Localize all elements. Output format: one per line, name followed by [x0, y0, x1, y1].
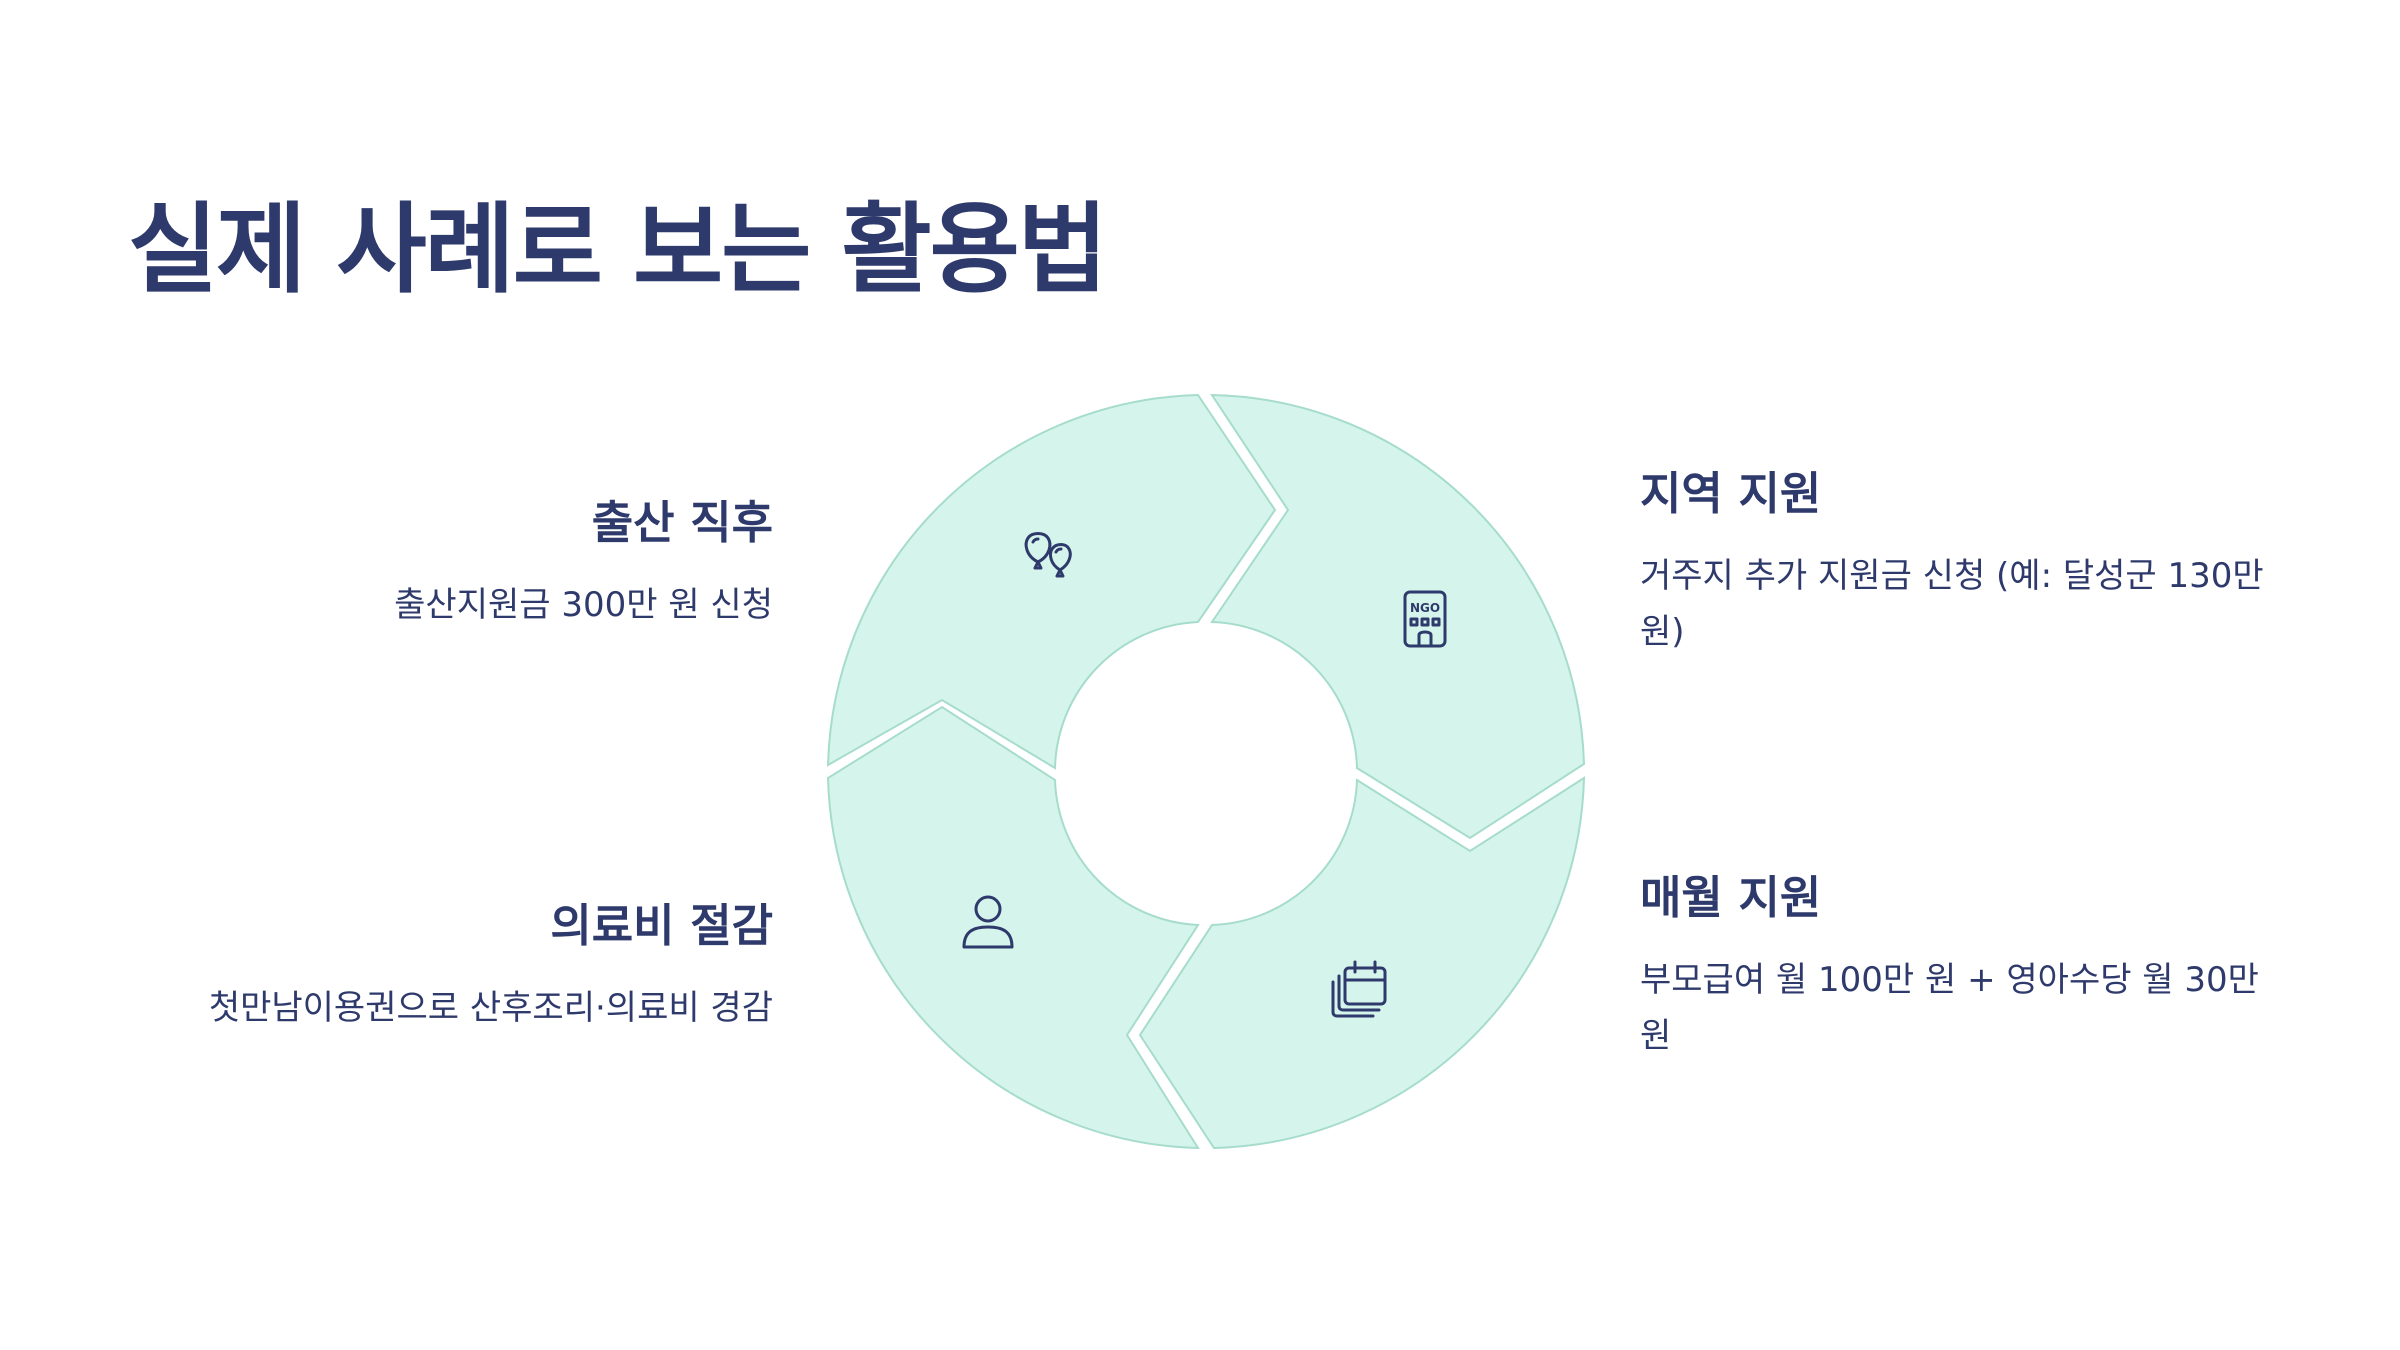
- case-birth-heading: 출산 직후: [591, 496, 773, 549]
- svg-text:NGO: NGO: [1410, 601, 1440, 615]
- calendar-stack-icon: [1331, 960, 1387, 1018]
- case-regional: 지역 지원 거주지 추가 지원금 신청 (예: 달성군 130만 원): [1640, 466, 2300, 660]
- case-birth-description: 출산지원금 300만 원 신청: [394, 585, 773, 626]
- ngo-building-icon: NGO: [1403, 590, 1447, 648]
- case-regional-description: 거주지 추가 지원금 신청 (예: 달성군 130만 원): [1640, 556, 2264, 653]
- case-regional-heading: 지역 지원: [1640, 467, 1822, 520]
- case-birth: 출산 직후 출산지원금 300만 원 신청: [113, 495, 773, 633]
- page-title: 실제 사례로 보는 활용법: [128, 193, 1108, 307]
- case-monthly-heading: 매월 지원: [1640, 871, 1822, 924]
- cycle-segment-medical: [826, 705, 1200, 1150]
- cycle-segment-regional: [1210, 393, 1586, 840]
- case-medical-heading: 의료비 절감: [550, 899, 773, 952]
- case-medical: 의료비 절감 첫만남이용권으로 산후조리·의료비 경감: [113, 898, 773, 1036]
- balloons-icon: [1024, 532, 1072, 578]
- cycle-segment-monthly: [1138, 776, 1586, 1150]
- case-medical-description: 첫만남이용권으로 산후조리·의료비 경감: [208, 988, 773, 1029]
- case-monthly-description: 부모급여 월 100만 원 + 영아수당 월 30만 원: [1640, 960, 2259, 1057]
- case-monthly: 매월 지원 부모급여 월 100만 원 + 영아수당 월 30만 원: [1640, 870, 2300, 1064]
- cycle-segment-birth: [826, 393, 1277, 770]
- person-icon: [962, 895, 1014, 949]
